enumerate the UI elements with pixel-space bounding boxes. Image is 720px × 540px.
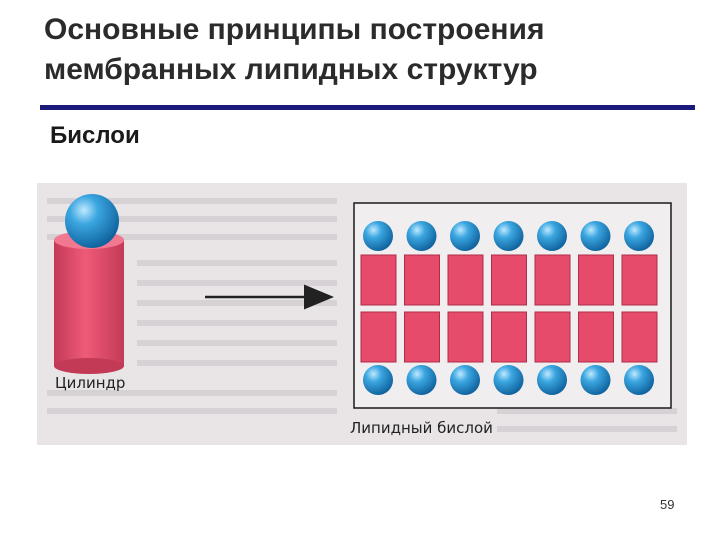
lower-lipid-tail xyxy=(447,311,484,363)
upper-lipid-tail xyxy=(404,254,440,306)
lower-lipid-head xyxy=(406,365,437,395)
lower-lipid-head xyxy=(363,365,393,395)
cylinder-label: Цилиндр xyxy=(55,374,126,392)
upper-lipid-tail xyxy=(447,254,484,306)
upper-lipid-tail xyxy=(491,254,527,306)
slide-title: Основные принципы построения мембранных … xyxy=(44,13,545,86)
page-number: 59 xyxy=(660,497,675,512)
upper-lipid-tail xyxy=(534,254,571,306)
lower-lipid-head xyxy=(580,365,611,395)
upper-lipid-tail xyxy=(360,254,397,306)
upper-lipid-tail xyxy=(621,254,658,306)
slide-subtitle: Бислои xyxy=(50,122,140,149)
upper-lipid-head xyxy=(450,221,480,251)
lower-lipid-tail xyxy=(491,311,527,363)
bilayer-elements xyxy=(360,221,658,395)
lower-lipid-tail xyxy=(578,311,614,363)
title-divider xyxy=(40,105,695,110)
lower-lipid-head xyxy=(537,365,567,395)
lower-lipid-tail xyxy=(404,311,440,363)
bilayer-figure: Цилиндр Липидный бислой xyxy=(37,183,687,445)
lower-lipid-tail xyxy=(534,311,571,363)
lower-lipid-tail xyxy=(621,311,658,363)
upper-lipid-head xyxy=(580,221,611,251)
lower-lipid-head xyxy=(493,365,524,395)
lower-lipid-head xyxy=(624,365,654,395)
upper-lipid-head xyxy=(363,221,393,251)
cylinder-lipid xyxy=(54,194,124,374)
upper-lipid-head xyxy=(406,221,437,251)
upper-lipid-tail xyxy=(578,254,614,306)
upper-lipid-head xyxy=(493,221,524,251)
upper-lipid-head xyxy=(537,221,567,251)
cylinder-head xyxy=(65,194,119,248)
figure-drawing xyxy=(47,194,677,432)
lower-lipid-head xyxy=(450,365,480,395)
lower-lipid-tail xyxy=(360,311,397,363)
bilayer-label: Липидный бислой xyxy=(350,419,493,437)
upper-lipid-head xyxy=(624,221,654,251)
